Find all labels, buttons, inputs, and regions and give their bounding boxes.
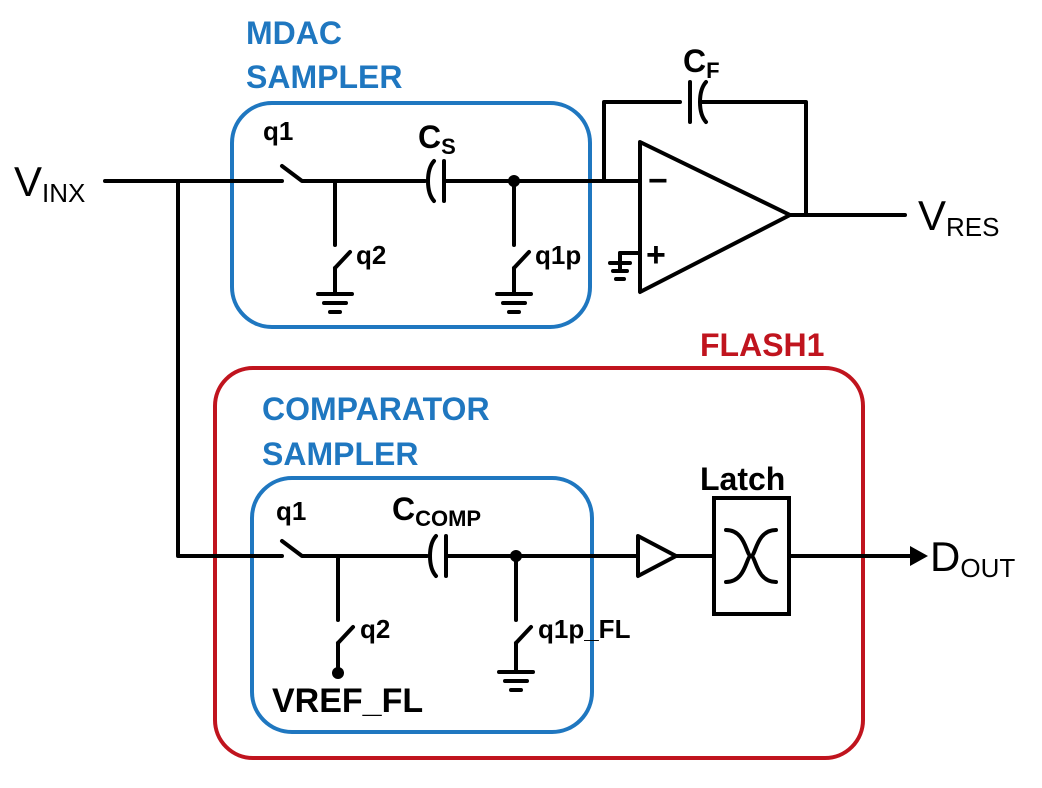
comp-q1-label: q1	[276, 496, 306, 526]
mdac-switch-q1p	[512, 179, 531, 294]
buffer-triangle-icon	[636, 534, 716, 578]
input-wiring	[103, 179, 284, 558]
cf-label: CF	[683, 43, 720, 83]
cs-label: CS	[418, 119, 456, 159]
mdac-switch-q1	[280, 164, 337, 183]
ccomp-label: CCOMP	[392, 491, 481, 531]
ground-icon	[495, 292, 533, 314]
cf-capacitor	[602, 80, 808, 217]
ground-icon	[316, 292, 354, 314]
opamp-plus-label: +	[646, 236, 666, 274]
dout-arrow-icon	[787, 546, 928, 566]
vref-label: VREF_FL	[272, 682, 423, 720]
mdac-switch-q2	[333, 179, 352, 294]
flash1-title: FLASH1	[700, 327, 824, 363]
opamp	[602, 140, 907, 294]
ccomp-capacitor	[336, 534, 638, 578]
mdac-q2-label: q2	[356, 240, 386, 270]
cs-capacitor	[333, 159, 606, 203]
comp-switch-q1	[280, 539, 340, 558]
mdac-q1-label: q1	[263, 116, 293, 146]
comparator-title-line2: SAMPLER	[262, 436, 418, 472]
mdac-sampler-box	[230, 101, 592, 329]
ground-icon	[608, 251, 642, 281]
comp-switch-q2	[336, 554, 355, 674]
flash1-box	[213, 366, 865, 760]
comp-q2-label: q2	[360, 614, 390, 644]
latch-label: Latch	[700, 461, 785, 497]
latch-block	[712, 496, 791, 616]
vref-node-dot	[332, 667, 344, 679]
comparator-title-line1: COMPARATOR	[262, 391, 490, 427]
comparator-sampler-box	[250, 476, 594, 734]
vinx-label: VINX	[14, 158, 85, 208]
dout-label: DOUT	[930, 533, 1015, 583]
ground-icon	[497, 670, 535, 692]
comp-q1p-label: q1p_FL	[538, 614, 631, 644]
mdac-title-line1: MDAC	[246, 15, 342, 51]
comp-switch-q1p	[514, 554, 533, 672]
vres-label: VRES	[918, 192, 999, 242]
opamp-minus-label: −	[648, 162, 668, 200]
mdac-title-line2: SAMPLER	[246, 59, 402, 95]
mdac-q1p-label: q1p	[535, 240, 581, 270]
